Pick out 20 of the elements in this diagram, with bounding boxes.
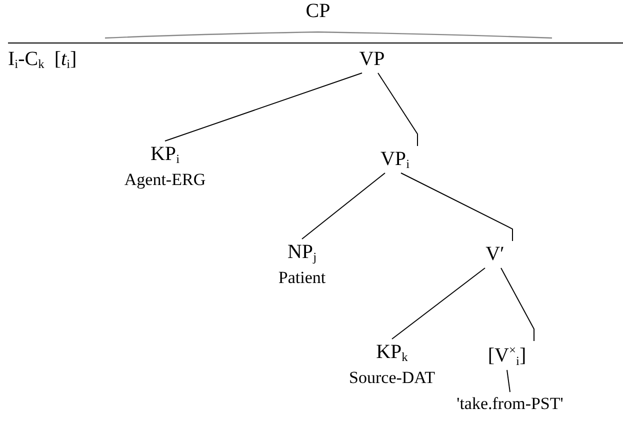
tree-branch (506, 370, 510, 392)
tree-node-label: 'take.from-PST' (456, 394, 564, 414)
tree-branch (392, 268, 486, 340)
tree-node-label: KP$_{k}$ (376, 341, 408, 364)
tree-branch (400, 172, 513, 242)
gloss-text: Patient (278, 268, 326, 288)
tree-node-label: VP (359, 48, 385, 71)
tree-branch (164, 72, 362, 142)
tree-node-label: VP$_{i}$ (380, 148, 410, 172)
tree-node-label: NP$_{j}$ (287, 241, 317, 264)
tree-branch (302, 172, 386, 240)
gloss-text: Agent-ERG (124, 170, 206, 190)
gloss-text: Source-DAT (349, 368, 435, 388)
tree-branch (378, 72, 418, 146)
tree-node-label: V′ (486, 243, 504, 266)
tree-branch (500, 268, 534, 342)
category-label: CP (306, 0, 330, 23)
tree-node-label: [V$^{×}$$_{i}$] (488, 343, 526, 368)
category-label: I$_{i}$-C$_{k}$ [t$_{i}$] (8, 48, 77, 72)
tree-node-label: KP$_{i}$ (150, 143, 180, 166)
